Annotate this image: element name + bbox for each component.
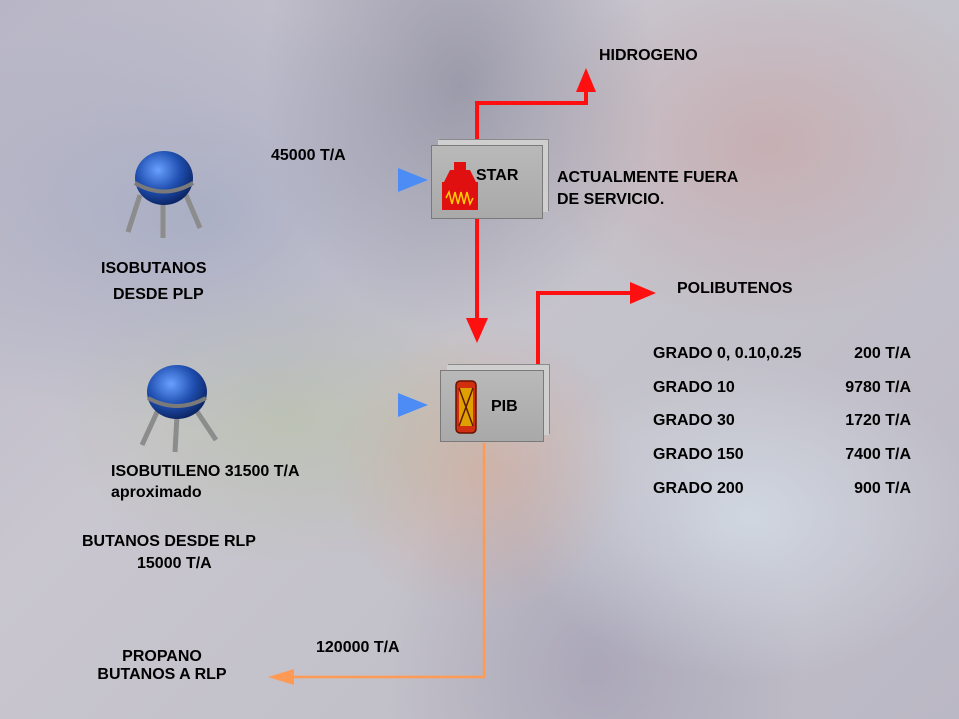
isobutileno-tank-icon (139, 365, 219, 453)
grade-name: GRADO 30 (653, 412, 735, 429)
propano-label-1: PROPANO (122, 648, 202, 665)
star-to-pib-arrow (466, 218, 488, 343)
star-label: STAR (476, 167, 519, 184)
polibutenos-label: POLIBUTENOS (677, 280, 793, 297)
grade-value: 9780 T/A (845, 379, 911, 396)
isobutanos-label-2: DESDE PLP (113, 286, 204, 303)
column-vessel-icon (455, 380, 477, 434)
grade-name: GRADO 150 (653, 446, 744, 463)
isobutileno-label-1: ISOBUTILENO 31500 T/A (111, 463, 300, 480)
grade-value: 900 T/A (854, 480, 911, 497)
feed-arrow-isobutanos (193, 168, 428, 192)
grade-value: 7400 T/A (845, 446, 911, 463)
grade-name: GRADO 0, 0.10,0.25 (653, 345, 802, 362)
hidrogeno-arrow (475, 68, 596, 145)
status-line-1: ACTUALMENTE FUERA (557, 169, 739, 186)
reactor-heater-icon (442, 162, 478, 210)
grade-name: GRADO 200 (653, 480, 744, 497)
isobutileno-label-2: aproximado (111, 484, 202, 501)
isobutanos-tank-icon (125, 151, 203, 238)
status-line-2: DE SERVICIO. (557, 191, 665, 208)
butanos-label-1: BUTANOS DESDE RLP (82, 533, 256, 550)
isobutanos-label-1: ISOBUTANOS (101, 260, 207, 277)
star-unit[interactable]: STAR (431, 145, 543, 219)
propano-label-2: BUTANOS A RLP (97, 666, 227, 683)
feed-arrow-isobutileno (207, 393, 428, 417)
pib-unit[interactable]: PIB (440, 370, 544, 442)
return-arrow-rlp (268, 443, 486, 685)
hidrogeno-label: HIDROGENO (599, 47, 698, 64)
grade-value: 1720 T/A (845, 412, 911, 429)
return-flow-label: 120000 T/A (316, 639, 400, 656)
grade-name: GRADO 10 (653, 379, 735, 396)
polibutenos-arrow (536, 282, 656, 370)
butanos-label-2: 15000 T/A (137, 555, 212, 572)
grade-value: 200 T/A (854, 345, 911, 362)
pib-label: PIB (491, 398, 518, 415)
flow-label-isobutanos: 45000 T/A (271, 147, 346, 164)
